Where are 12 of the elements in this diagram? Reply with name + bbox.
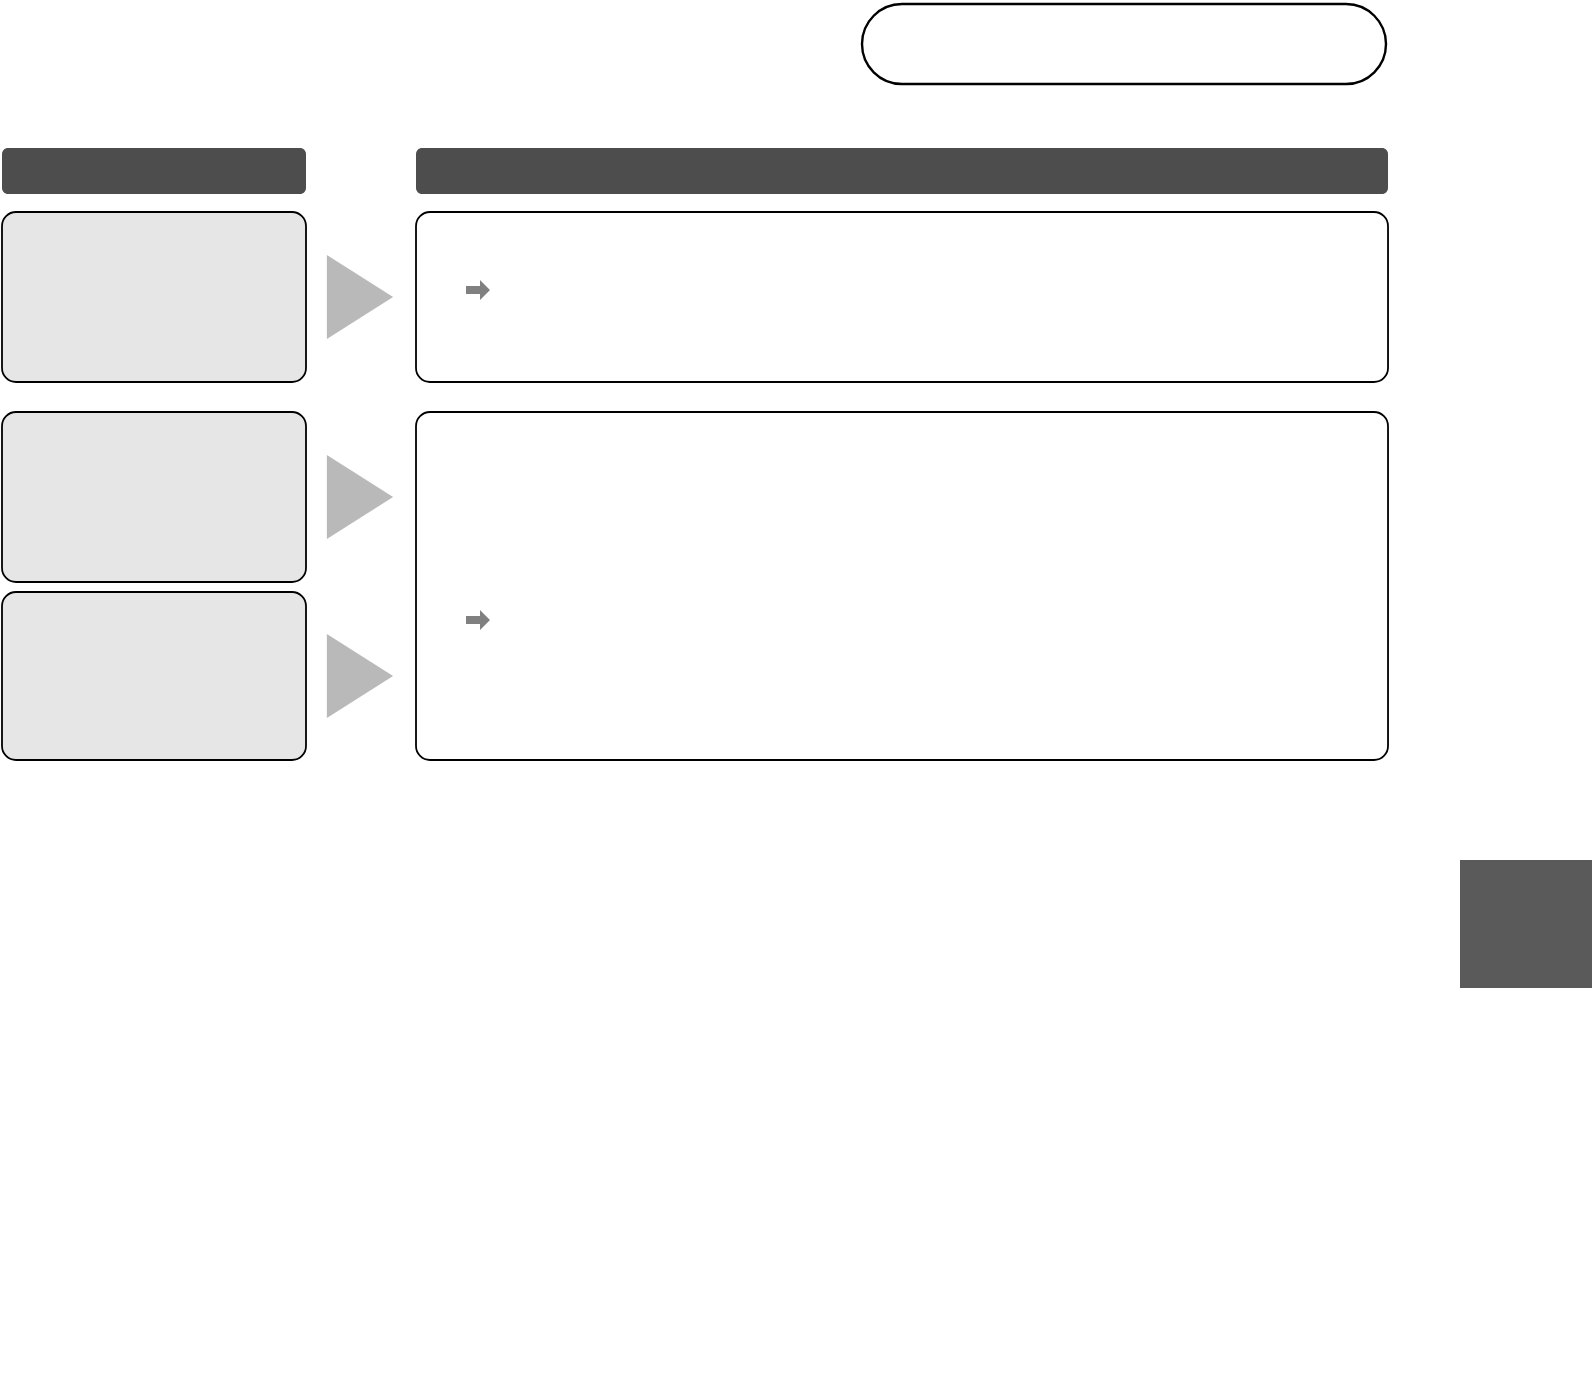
side-tab xyxy=(1460,860,1592,988)
side-panel xyxy=(1,411,307,583)
content-panel xyxy=(415,411,1389,761)
content-panel xyxy=(415,211,1389,383)
chevron-arrow xyxy=(326,634,394,718)
side-panel xyxy=(1,591,307,761)
chevron-arrow xyxy=(326,255,394,339)
header-bar xyxy=(416,148,1388,194)
chevron-arrow xyxy=(326,455,394,539)
pill-box xyxy=(860,2,1388,86)
header-bar xyxy=(2,148,306,194)
side-panel xyxy=(1,211,307,383)
